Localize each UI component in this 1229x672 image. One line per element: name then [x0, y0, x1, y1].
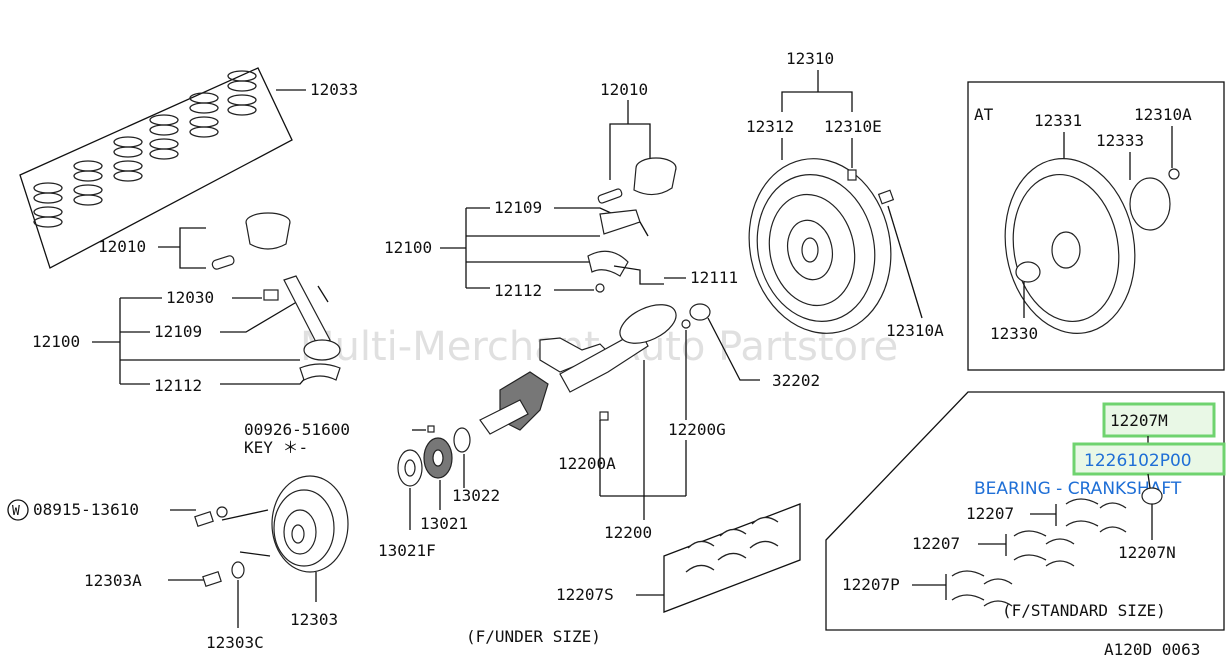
label-12200A: 12200A — [558, 454, 616, 473]
label-13021F: 13021F — [378, 541, 436, 560]
label-12109-center: 12109 — [494, 198, 542, 217]
woodruff-key[interactable]: 00926-51600 KEY ＊- — [244, 420, 435, 457]
w-symbol: W — [12, 504, 20, 519]
label-12100-left: 12100 — [32, 332, 80, 351]
bearing-set-standard-size[interactable]: 12207M 1226102P00 BEARING - CRANKSHAFT 1… — [825, 391, 1226, 631]
label-12112-left: 12112 — [154, 376, 202, 395]
label-12312: 12312 — [746, 117, 794, 136]
piston-center[interactable]: 12010 — [597, 80, 677, 204]
label-08915-13610: 08915-13610 — [33, 500, 139, 519]
label-under-size: (F/UNDER SIZE) — [466, 627, 601, 646]
label-13022: 13022 — [452, 486, 500, 505]
label-12200G: 12200G — [668, 420, 726, 439]
label-12010-center: 12010 — [600, 80, 648, 99]
label-12303A: 12303A — [84, 571, 142, 590]
label-12100-center: 12100 — [384, 238, 432, 257]
label-12310A-at: 12310A — [1134, 105, 1192, 124]
pulley-washer[interactable]: 12303A 12303C — [84, 561, 264, 652]
label-12030: 12030 — [166, 288, 214, 307]
piston-ring-set[interactable]: 12033 — [19, 67, 358, 269]
label-12310: 12310 — [786, 49, 834, 68]
connecting-rod-center[interactable]: 12100 12109 12112 12111 — [384, 198, 738, 300]
label-00926-51600: 00926-51600 — [244, 420, 350, 439]
pilot-bushing[interactable]: 32202 — [689, 303, 820, 390]
label-12033: 12033 — [310, 80, 358, 99]
label-12310A: 12310A — [886, 321, 944, 340]
crank-sprocket-group[interactable]: 13022 13021 13021F — [378, 427, 500, 560]
label-12010-left: 12010 — [98, 237, 146, 256]
part-number-link[interactable]: 1226102P00 — [1084, 451, 1192, 471]
label-12207-a: 12207 — [966, 504, 1014, 523]
diagram-code: A120D 0063 — [1104, 640, 1200, 659]
label-12207-b: 12207 — [912, 534, 960, 553]
label-12112-center: 12112 — [494, 281, 542, 300]
label-13021: 13021 — [420, 514, 468, 533]
label-12207M: 12207M — [1110, 411, 1168, 430]
flywheel-mt[interactable]: 12310 12312 12310E 12310A — [733, 49, 944, 347]
label-12331: 12331 — [1034, 111, 1082, 130]
crankshaft[interactable]: 12200G 12200A 12200 — [479, 297, 726, 542]
highlight-part-number — [1072, 442, 1226, 476]
label-standard-size: (F/STANDARD SIZE) — [1002, 601, 1166, 620]
crank-pulley[interactable]: 12303 — [221, 475, 349, 629]
label-12207P: 12207P — [842, 575, 900, 594]
label-32202: 32202 — [772, 371, 820, 390]
label-12330: 12330 — [990, 324, 1038, 343]
bearing-set-under-size[interactable]: 12207S (F/UNDER SIZE) — [466, 503, 801, 646]
label-at: AT — [974, 105, 994, 124]
label-12207N: 12207N — [1118, 543, 1176, 562]
label-12303C: 12303C — [206, 633, 264, 652]
label-12333: 12333 — [1096, 131, 1144, 150]
label-12303: 12303 — [290, 610, 338, 629]
label-12109-left: 12109 — [154, 322, 202, 341]
at-drive-plate-box[interactable]: AT 12331 12310A 12333 12330 — [967, 81, 1225, 371]
highlight-12207M — [1102, 402, 1216, 438]
connecting-rod-left[interactable]: 12100 12030 12109 12112 — [32, 275, 341, 395]
label-12310E: 12310E — [824, 117, 882, 136]
label-12111: 12111 — [690, 268, 738, 287]
label-key: KEY ＊- — [244, 438, 308, 457]
piston-left[interactable]: 12010 — [98, 212, 291, 270]
label-12207S: 12207S — [556, 585, 614, 604]
part-description: BEARING - CRANKSHAFT — [974, 479, 1182, 499]
label-12200: 12200 — [604, 523, 652, 542]
pulley-bolt[interactable]: W 08915-13610 — [7, 499, 228, 527]
